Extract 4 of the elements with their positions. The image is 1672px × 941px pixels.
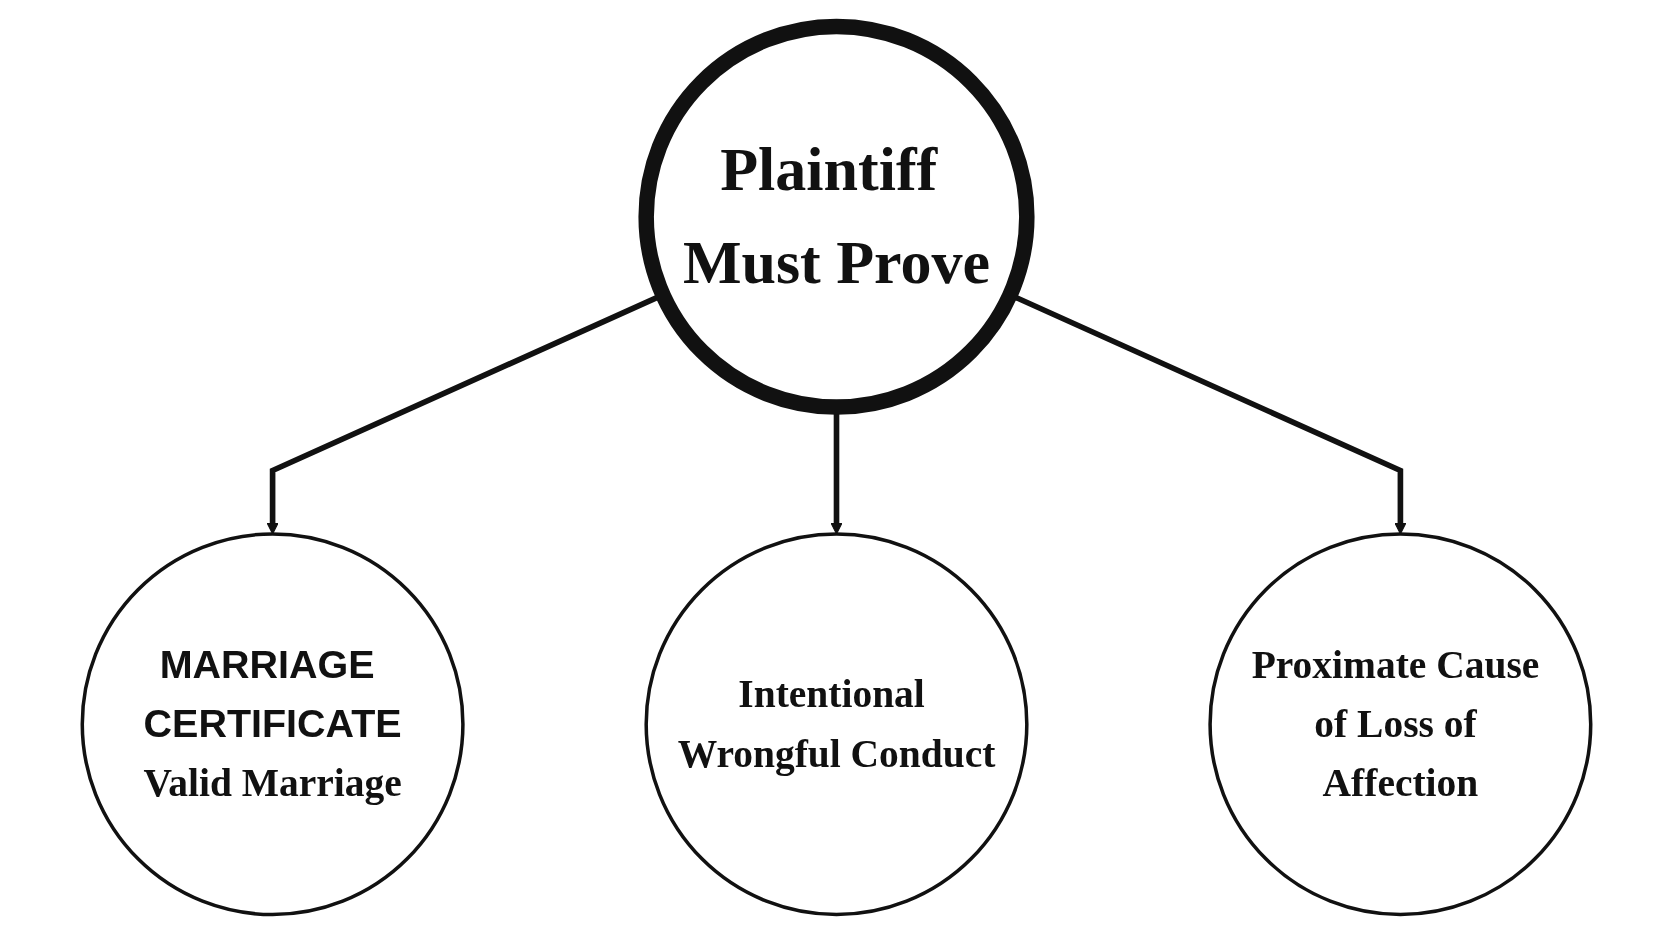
node-circle: MARRIAGE CERTIFICATE Valid Marriage <box>80 532 465 917</box>
node-circle: Plaintiff Must Prove <box>637 18 1035 415</box>
node-circle: Intentional Wrongful Conduct <box>643 532 1029 917</box>
node-circle: Proximate Cause of Loss of Affection <box>1207 532 1592 917</box>
